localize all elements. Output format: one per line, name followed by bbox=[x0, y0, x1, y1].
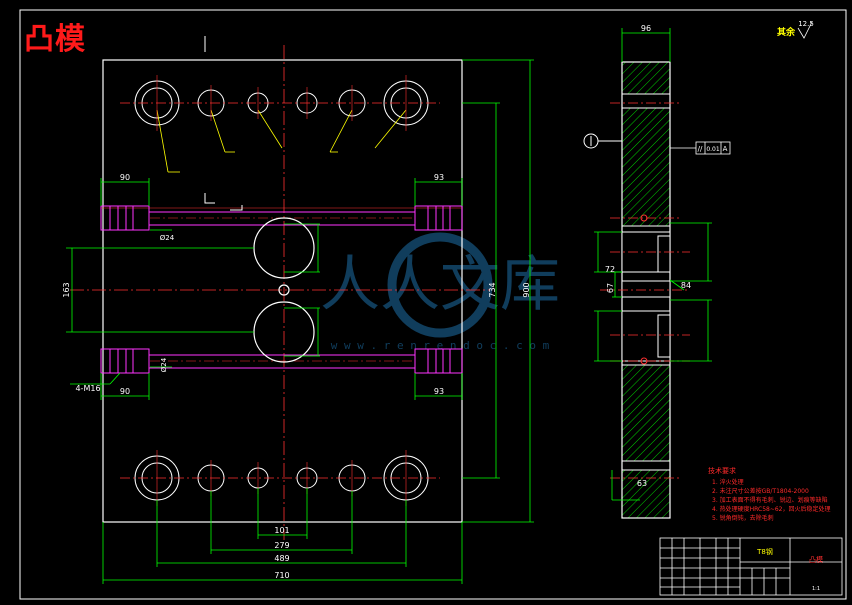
note-5: 5. 锐角倒钝，去除毛刺 bbox=[712, 514, 774, 522]
dim-734: 734 bbox=[488, 282, 497, 297]
side-dimension-lines bbox=[594, 28, 712, 501]
dim-900: 900 bbox=[522, 282, 531, 297]
bottom-pin bbox=[100, 348, 463, 374]
dim-dia24-bottom: Ø24 bbox=[160, 357, 168, 372]
svg-text://: // bbox=[698, 145, 703, 153]
dim-96: 96 bbox=[641, 24, 651, 33]
roughness-symbol: 其余 12.5 bbox=[777, 20, 814, 39]
dim-710: 710 bbox=[274, 571, 289, 580]
parallel-tolerance-frame: // 0.01 A bbox=[670, 141, 731, 155]
dim-279: 279 bbox=[274, 541, 289, 550]
note-1: 1. 淬火处理 bbox=[712, 478, 744, 486]
drawing-title: 凸模 bbox=[24, 22, 86, 57]
side-section-bottom bbox=[621, 469, 671, 519]
top-pin bbox=[100, 193, 463, 231]
tb-scale: 1:1 bbox=[812, 586, 820, 592]
dim-67: 67 bbox=[606, 283, 615, 293]
roughness-value: 12.5 bbox=[798, 20, 814, 28]
dim-dia24-top: Ø24 bbox=[160, 234, 175, 242]
top-hole-leaders bbox=[156, 109, 407, 173]
title-block-text: T8钢 凸模 1:1 bbox=[756, 547, 823, 592]
drawing-border bbox=[19, 9, 847, 600]
dim-93-top: 93 bbox=[434, 173, 444, 182]
watermark-text: 人人文库 bbox=[320, 250, 560, 320]
datum-symbol bbox=[583, 133, 622, 149]
dim-90-top: 90 bbox=[120, 173, 130, 182]
notes-heading: 技术要求 bbox=[708, 466, 736, 475]
title-block bbox=[659, 537, 843, 596]
dim-93-bottom: 93 bbox=[434, 387, 444, 396]
dim-489: 489 bbox=[274, 554, 289, 563]
side-section-lower bbox=[621, 364, 671, 462]
watermark-url: w w w . r e n r e n d o c . c o m bbox=[331, 339, 550, 352]
dim-101: 101 bbox=[274, 526, 289, 535]
note-2: 2. 未注尺寸公差按GB/T1804-2000 bbox=[712, 487, 809, 495]
tol-value: 0.01 bbox=[706, 146, 720, 153]
side-view: // 0.01 A 其余 12.5 96 72 67 84 63 bbox=[583, 20, 814, 519]
dim-63: 63 bbox=[637, 479, 647, 488]
dim-84: 84 bbox=[681, 281, 691, 290]
dim-72: 72 bbox=[605, 265, 615, 274]
dim-163: 163 bbox=[62, 282, 71, 297]
side-section-mid bbox=[621, 107, 671, 227]
technical-notes: 技术要求 1. 淬火处理 2. 未注尺寸公差按GB/T1804-2000 3. … bbox=[708, 466, 831, 522]
side-dimension-text: 96 72 67 84 63 bbox=[605, 24, 691, 488]
side-section-top bbox=[621, 61, 671, 95]
note-4: 4. 热处理硬度HRC58~62，回火后稳定处理 bbox=[712, 505, 831, 513]
center-hole bbox=[278, 284, 290, 296]
tb-part-name: 凸模 bbox=[809, 555, 823, 564]
plate-outline bbox=[102, 59, 463, 523]
tol-datum: A bbox=[723, 145, 728, 153]
roughness-label: 其余 bbox=[777, 26, 796, 38]
thread-label: 4-M16 bbox=[75, 384, 100, 393]
note-3: 3. 加工表面不得有毛刺、锐边、划痕等缺陷 bbox=[712, 496, 828, 504]
plan-view: 90 93 Ø24 Ø24 163 4-M16 90 93 734 900 10… bbox=[62, 36, 534, 584]
tb-material: T8钢 bbox=[756, 547, 773, 556]
dim-90-bottom: 90 bbox=[120, 387, 130, 396]
watermark: 人人文库 w w w . r e n r e n d o c . c o m bbox=[320, 232, 560, 352]
plan-dimension-text: 90 93 Ø24 Ø24 163 4-M16 90 93 734 900 10… bbox=[62, 173, 531, 580]
plan-dimension-lines bbox=[66, 59, 534, 584]
watermark-circle bbox=[387, 232, 493, 338]
